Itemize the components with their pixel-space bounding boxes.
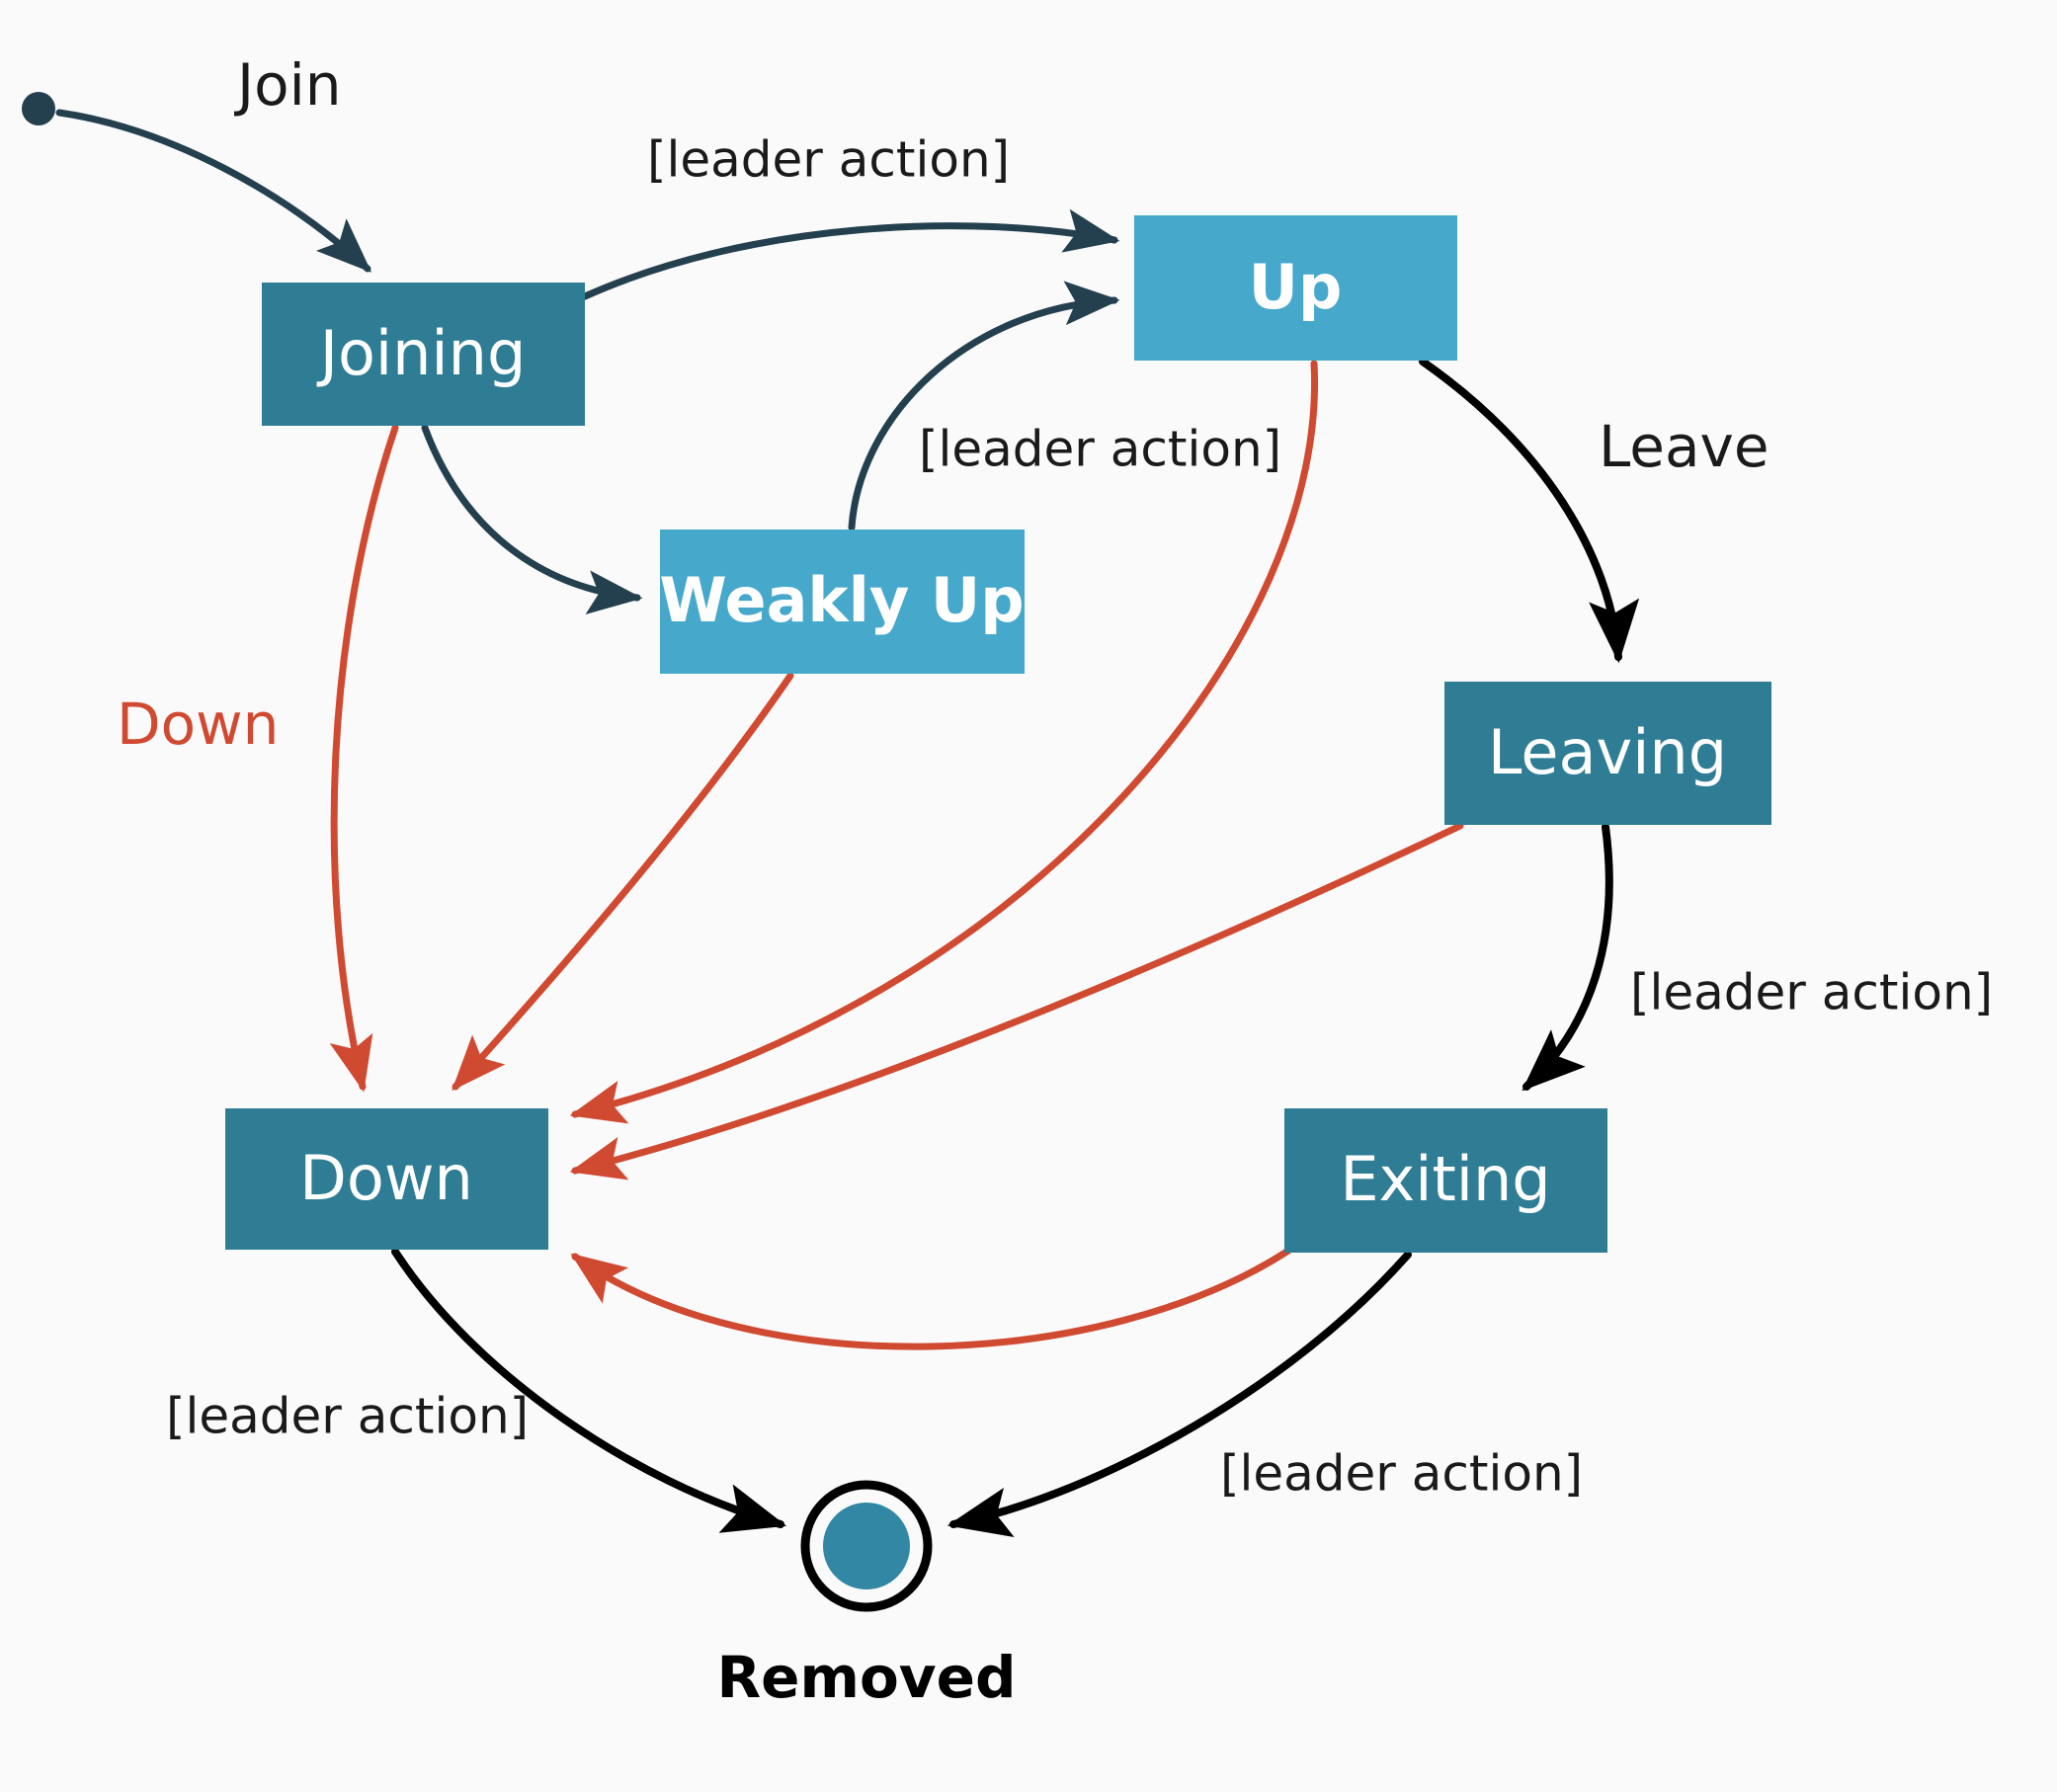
state-joining[interactable]: Joining: [262, 283, 585, 426]
edge-weakly-up-to-down: [452, 672, 794, 1092]
state-leaving-label: Leaving: [1488, 716, 1727, 788]
edge-label-leaving-to-exiting: [leader action]: [1630, 964, 1993, 1021]
state-leaving-rect[interactable]: [1444, 682, 1771, 825]
state-exiting-rect[interactable]: [1284, 1108, 1607, 1253]
edge-labels-layer: Join [leader action] [leader action] Dow…: [117, 51, 1993, 1502]
edge-exiting-to-removed: [946, 1251, 1412, 1538]
edge-up-to-leaving: [1419, 358, 1640, 664]
edge-label-weakly-up-to-up: [leader action]: [919, 421, 1281, 478]
state-down-label: Down: [299, 1142, 473, 1214]
state-down-rect[interactable]: [225, 1108, 548, 1250]
state-weakly-up-rect[interactable]: [660, 529, 1025, 674]
edge-leaving-to-exiting: [1522, 823, 1613, 1092]
state-exiting[interactable]: Exiting: [1284, 1108, 1607, 1253]
state-exiting-label: Exiting: [1340, 1143, 1550, 1215]
edge-down-to-removed: [391, 1248, 787, 1533]
state-removed[interactable]: Removed: [717, 1480, 1017, 1711]
edge-initial-to-joining: [55, 109, 372, 273]
state-up[interactable]: Up: [1134, 215, 1457, 361]
initial-state-dot: [22, 92, 55, 125]
state-weakly-up[interactable]: Weakly Up: [659, 529, 1025, 674]
state-leaving[interactable]: Leaving: [1444, 682, 1771, 825]
state-joining-label: Joining: [316, 317, 527, 389]
edge-label-leave: Leave: [1599, 413, 1769, 480]
edge-weakly-up-to-up: [848, 281, 1120, 531]
edges-layer: [55, 109, 1640, 1538]
state-up-label: Up: [1249, 251, 1343, 323]
edge-label-exiting-to-removed: [leader action]: [1220, 1445, 1583, 1503]
edge-joining-to-weakly-up: [421, 424, 643, 614]
states-layer: Joining Up Weakly Up Leaving Down Exitin: [225, 215, 1771, 1253]
edge-label-join: Join: [234, 51, 341, 119]
state-down[interactable]: Down: [225, 1108, 548, 1250]
edge-joining-to-up: [581, 208, 1120, 300]
edge-up-to-down: [569, 360, 1319, 1124]
state-removed-label: Removed: [717, 1644, 1017, 1711]
state-weakly-up-label: Weakly Up: [659, 564, 1024, 636]
edge-label-joining-to-up: [leader action]: [647, 131, 1010, 189]
state-joining-rect[interactable]: [262, 283, 585, 426]
edge-leaving-to-down: [569, 822, 1464, 1181]
edge-label-down-to-removed: [leader action]: [166, 1388, 529, 1445]
edge-joining-to-down: [329, 424, 399, 1093]
state-up-rect[interactable]: [1134, 215, 1457, 361]
edge-label-down-trigger: Down: [117, 691, 279, 758]
edge-exiting-to-down: [570, 1243, 1298, 1350]
final-state-outer-ring: [800, 1480, 933, 1612]
final-state-inner-disc: [823, 1503, 910, 1589]
